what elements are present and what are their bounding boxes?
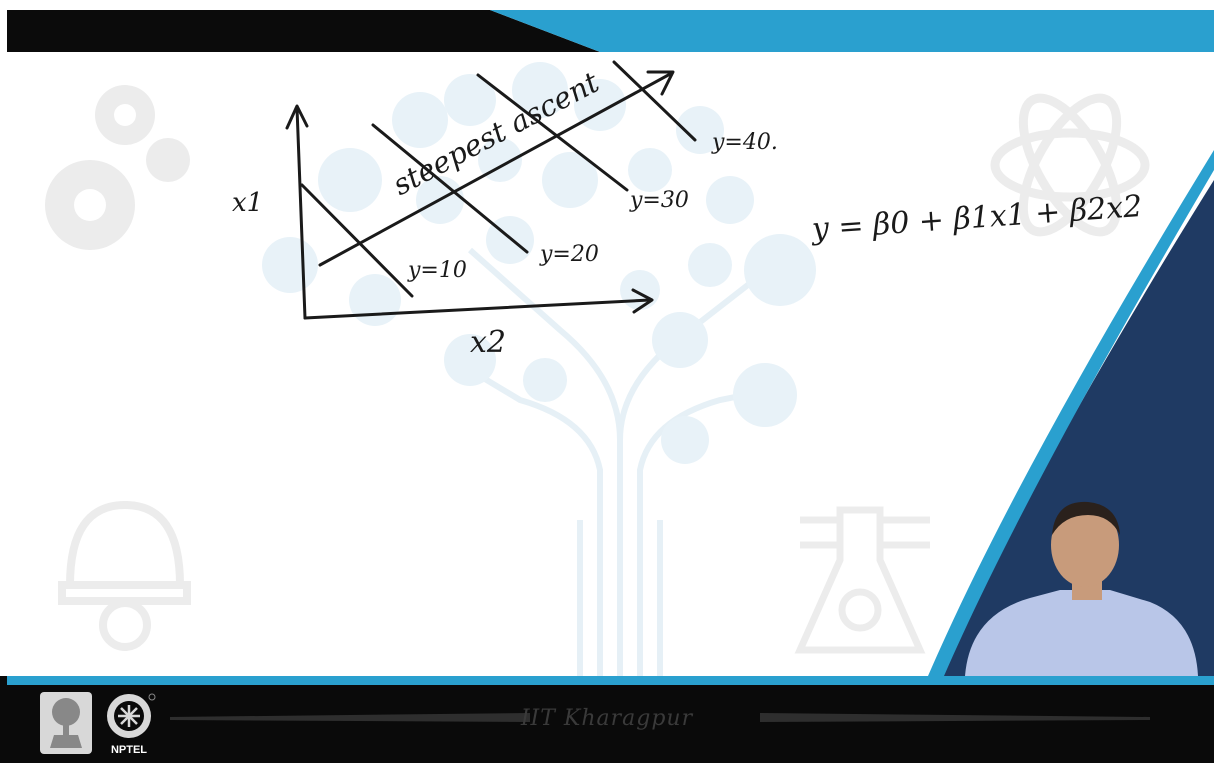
steepest-ascent-arrowhead-icon <box>646 70 675 96</box>
nptel-logo-label: NPTEL <box>110 744 148 756</box>
footer-right-streak <box>760 713 1150 722</box>
contour-label-10: y=10 <box>408 258 467 283</box>
contour-line-40 <box>612 60 697 142</box>
helmet-watermark-icon <box>58 500 191 651</box>
steepest-ascent-line <box>318 71 674 267</box>
x1-axis-label: x1 <box>232 188 264 218</box>
contour-label-30: y=30 <box>630 188 689 213</box>
footer-left-streak <box>170 713 530 722</box>
footer-institute-label: IIT Kharagpur <box>520 706 694 731</box>
contour-line-20 <box>371 123 529 254</box>
gear-watermark-icon <box>45 85 190 250</box>
x2-axis-label: x2 <box>470 325 507 360</box>
instructor-video <box>965 501 1198 676</box>
blue-corner-stripe <box>928 150 1214 676</box>
contour-label-20: y=20 <box>540 242 599 267</box>
header-blue-band <box>490 10 1214 52</box>
x2-axis-line <box>303 298 652 320</box>
atom-watermark-icon <box>990 93 1150 237</box>
tech-tree-watermark <box>468 247 782 676</box>
iit-logo-icon <box>40 692 92 754</box>
contour-line-30 <box>476 73 629 192</box>
flask-watermark-icon <box>794 506 930 654</box>
x1-axis-arrowhead-icon <box>285 104 309 130</box>
x2-axis-arrowhead-icon <box>631 288 654 314</box>
contour-label-40: y=40. <box>712 130 778 155</box>
navy-corner-wedge <box>940 180 1214 676</box>
contour-line-10 <box>300 183 414 298</box>
footer-blue-band <box>7 676 1214 685</box>
x1-axis-line <box>295 106 307 320</box>
header-black-bar <box>7 10 600 52</box>
nptel-logo-icon <box>107 693 156 738</box>
